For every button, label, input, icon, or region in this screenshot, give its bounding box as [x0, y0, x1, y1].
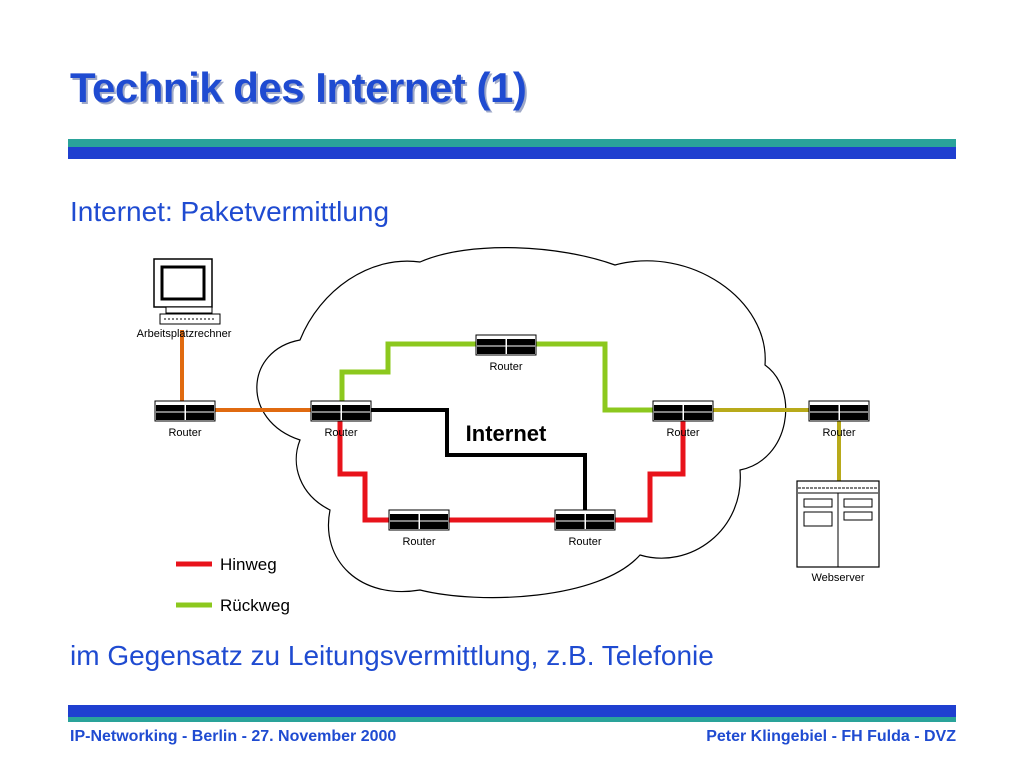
router-label: Router: [489, 361, 522, 373]
webserver-label: Webserver: [812, 572, 865, 584]
footer-right: Peter Klingebiel - FH Fulda - DVZ: [706, 728, 956, 745]
router-icon: [808, 400, 870, 422]
router-icon: [154, 400, 216, 422]
return-path: [339, 341, 655, 413]
router-label: Router: [324, 427, 357, 439]
workstation-icon: [153, 258, 221, 325]
header-rule-blue: [68, 147, 956, 159]
footer-left: IP-Networking - Berlin - 27. November 20…: [70, 728, 397, 745]
router-icon: [475, 334, 537, 356]
router-icon: [652, 400, 714, 422]
slide-title: Technik des Internet (1): [70, 64, 527, 111]
router-icon: [554, 509, 616, 531]
unused-path: [370, 408, 587, 514]
workstation-label: Arbeitsplatzrechner: [137, 328, 232, 340]
router-icon: [388, 509, 450, 531]
header-rule-teal: [68, 139, 956, 147]
comparison-text: im Gegensatz zu Leitungsvermittlung, z.B…: [70, 640, 714, 671]
router-icon: [310, 400, 372, 422]
cloud-label: Internet: [466, 421, 547, 446]
router-label: Router: [402, 536, 435, 548]
footer-rule-blue: [68, 705, 956, 717]
legend-label-outbound: Hinweg: [220, 555, 277, 574]
router-label: Router: [168, 427, 201, 439]
webserver-icon: [796, 480, 880, 568]
footer-rule-teal: [68, 717, 956, 722]
router-label: Router: [568, 536, 601, 548]
slide-subtitle: Internet: Paketvermittlung: [70, 196, 390, 227]
outbound-path: [337, 414, 686, 523]
legend-label-return: Rückweg: [220, 596, 290, 615]
router-label: Router: [822, 427, 855, 439]
router-label: Router: [666, 427, 699, 439]
